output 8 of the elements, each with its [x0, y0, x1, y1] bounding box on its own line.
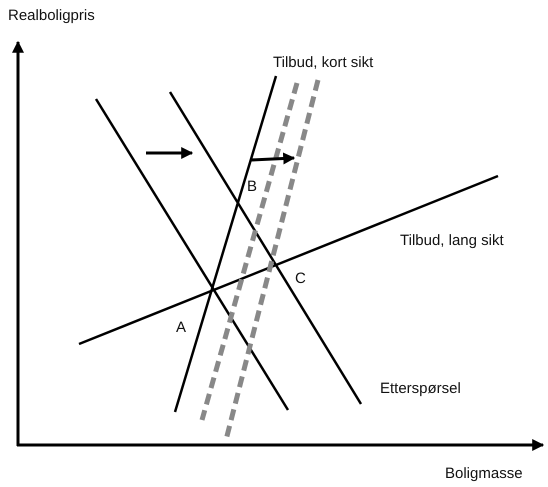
- curve-label: Tilbud, lang sikt: [400, 232, 504, 250]
- point-label: B: [247, 178, 258, 196]
- axis-title: Realboligpris: [8, 7, 95, 25]
- curve-label: Tilbud, kort sikt: [273, 54, 374, 72]
- curve-label: Etterspørsel: [380, 380, 461, 398]
- point-label: C: [295, 270, 306, 288]
- axis-title: Boligmasse: [445, 465, 523, 483]
- point-label: A: [176, 319, 186, 337]
